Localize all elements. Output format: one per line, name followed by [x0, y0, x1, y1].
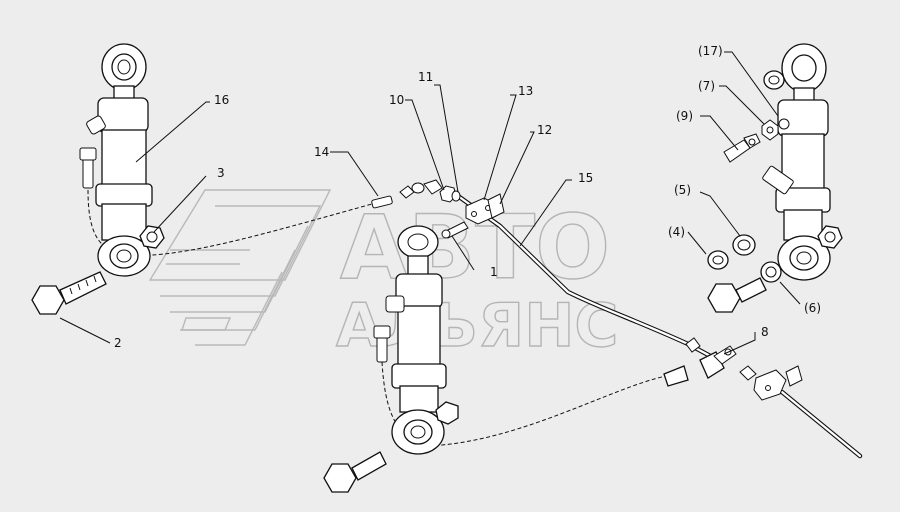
- callout-1: 1: [490, 265, 498, 279]
- center-hydraulic-cylinder: [373, 225, 459, 455]
- callout-17: (17): [698, 44, 723, 58]
- right-bolt: [707, 277, 767, 313]
- callout-7: (7): [698, 79, 715, 93]
- callout-11: 11: [418, 70, 433, 84]
- watermark-logo: [148, 189, 332, 346]
- fitting-9: [723, 133, 761, 163]
- center-bolt: [323, 451, 387, 493]
- washer-6: [760, 261, 782, 283]
- lower-clamp: [739, 365, 803, 401]
- tee-8: [663, 337, 737, 387]
- ring-17: [763, 70, 785, 90]
- callout-6: (6): [804, 301, 821, 315]
- callout-15: 15: [578, 171, 593, 185]
- callout-13: 13: [518, 84, 533, 98]
- callout-2: 2: [114, 336, 122, 350]
- bolt-1: [441, 221, 469, 239]
- hose-bottom: [381, 361, 667, 447]
- right-nut: [817, 225, 843, 249]
- bolt-2: [31, 271, 107, 315]
- hose-left: [87, 189, 373, 256]
- callout-5: (5): [674, 183, 691, 197]
- washer-11: [451, 190, 461, 202]
- callout-8: 8: [761, 325, 769, 339]
- callout-12: 12: [537, 123, 552, 137]
- fitting-14: [371, 179, 443, 209]
- rigid-pipe: [455, 193, 863, 459]
- callout-16: 16: [214, 93, 229, 107]
- left-hydraulic-cylinder: [79, 43, 153, 277]
- fitting-7: [761, 119, 779, 141]
- leader-lines: [59, 51, 801, 355]
- washer-4: [707, 250, 729, 270]
- callout-4: (4): [668, 225, 685, 239]
- plate-12: [487, 193, 505, 219]
- washer-5: [732, 234, 756, 256]
- callout-14: 14: [314, 145, 329, 159]
- callout-10: 10: [389, 93, 404, 107]
- right-hydraulic-cylinder: [762, 43, 831, 281]
- callout-9: (9): [676, 109, 693, 123]
- nut-3: [139, 225, 165, 249]
- callout-3: 3: [217, 166, 225, 180]
